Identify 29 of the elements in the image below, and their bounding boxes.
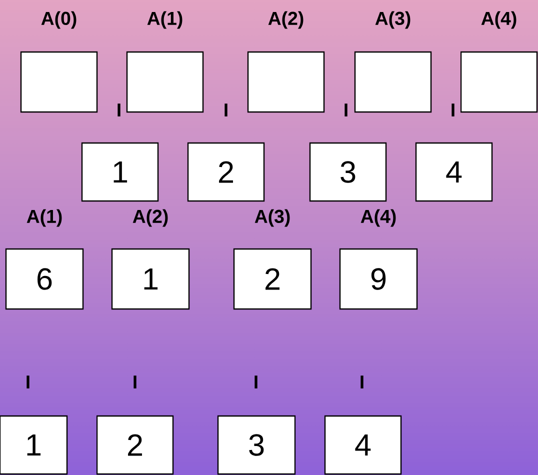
index-label: A(3) [375, 11, 410, 29]
array-cell: 1 [111, 248, 190, 310]
pointer-mark: I [118, 104, 120, 116]
array-cell: 1 [0, 415, 68, 475]
array-cell: 4 [415, 142, 493, 202]
index-label: A(4) [481, 11, 516, 29]
pointer-mark: I [344, 104, 348, 116]
array-cell: 2 [233, 248, 312, 310]
array-cell: 6 [5, 248, 84, 310]
pointer-mark: I [26, 376, 30, 388]
pointer-mark: I [360, 376, 364, 388]
array-cell: 2 [187, 142, 265, 202]
array-cell: 3 [217, 415, 296, 475]
pointer-mark: I [134, 376, 136, 388]
array-cell: 2 [96, 415, 174, 475]
index-label: A(4) [360, 209, 396, 227]
pointer-mark: I [254, 376, 258, 388]
index-label: A(0) [41, 11, 76, 29]
index-label: A(3) [254, 209, 290, 227]
pointer-mark: I [224, 104, 228, 116]
array-cell: 1 [81, 142, 159, 202]
index-label: A(1) [147, 11, 182, 29]
array-cell: 3 [309, 142, 387, 202]
array-cell: 4 [324, 415, 402, 475]
array-cell: 9 [339, 248, 418, 310]
index-label: A(2) [268, 11, 304, 29]
index-label: A(2) [132, 209, 168, 227]
pointer-mark: I [452, 104, 454, 116]
index-label: A(1) [26, 209, 62, 227]
